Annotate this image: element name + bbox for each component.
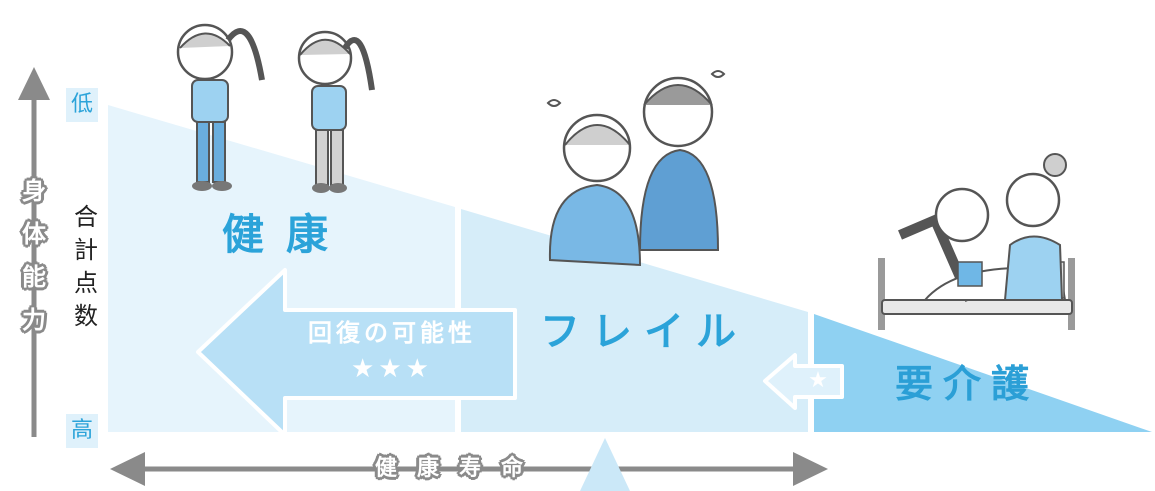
vertical-axis-char: 能 — [22, 263, 46, 291]
vertical-axis-arrowhead — [18, 67, 50, 100]
zone-healthy-label: 健康 — [222, 210, 351, 259]
score-axis-char: 数 — [74, 302, 98, 330]
recovery-label: 回復の可能性 — [308, 319, 476, 347]
small-star-icon: ★ — [808, 368, 828, 393]
small-recovery-arrow — [763, 353, 844, 410]
horizontal-axis-left-arrowhead — [110, 452, 145, 486]
lifespan-pointer — [580, 438, 630, 491]
score-axis-char: 点 — [74, 269, 98, 297]
zone-care-bg — [814, 314, 1152, 432]
zone-frailty-label: フレイル — [540, 309, 748, 355]
vertical-axis-char: 体 — [22, 220, 46, 248]
lifespan-char: 寿 — [458, 456, 481, 481]
worried-elderly-couple-icon — [546, 70, 726, 267]
horizontal-axis-right-arrowhead — [793, 452, 828, 486]
score-low-label: 低 — [66, 88, 98, 122]
lifespan-char: 健 — [374, 456, 397, 481]
caregiver-with-bedridden-elder-icon — [878, 153, 1075, 330]
zone-care-label: 要介護 — [895, 362, 1040, 406]
zone-frailty-bg — [461, 209, 808, 432]
score-high-label: 高 — [66, 414, 98, 448]
vertical-axis-char: 力 — [22, 306, 46, 334]
score-axis-char: 計 — [74, 236, 98, 264]
recovery-arrow — [196, 268, 517, 437]
lifespan-char: 命 — [500, 456, 523, 481]
recovery-stars: ★★★ — [351, 354, 433, 384]
stretching-elderly-couple-icon — [176, 23, 375, 193]
score-axis-char: 合 — [74, 203, 98, 231]
vertical-axis-char: 身 — [22, 177, 46, 205]
lifespan-char: 康 — [416, 456, 439, 481]
